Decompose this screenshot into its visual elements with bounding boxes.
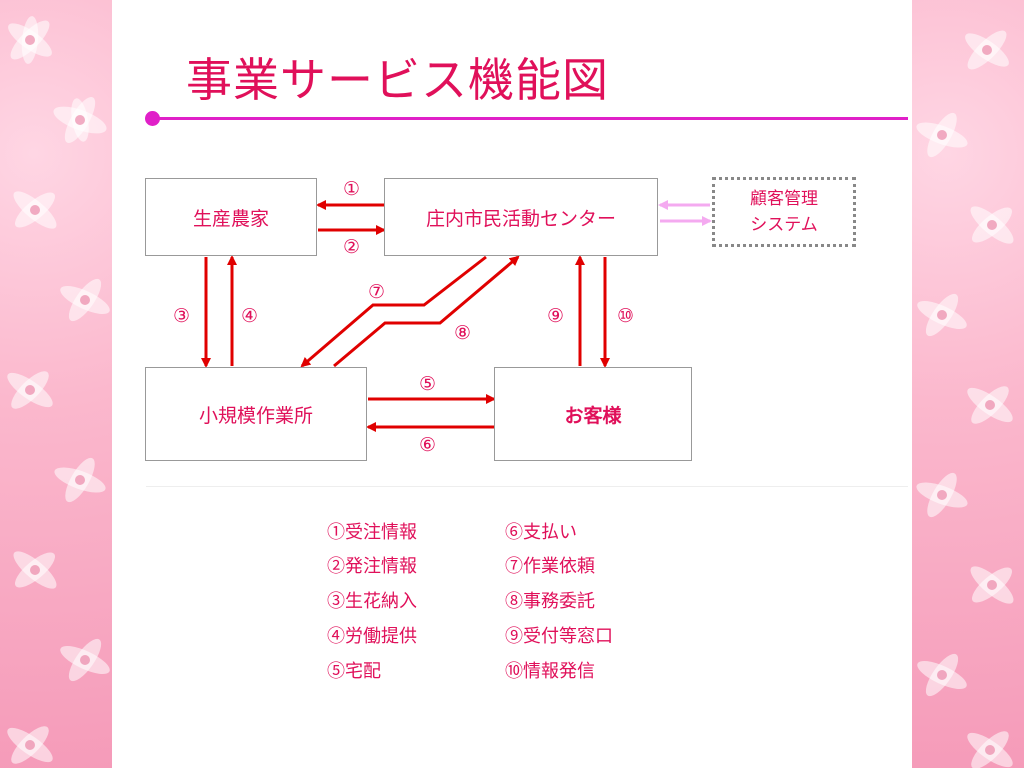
crm-line-2: システム xyxy=(750,215,818,235)
node-farmer: 生産農家 xyxy=(145,178,317,256)
marker-8: ⑧ xyxy=(454,322,472,344)
legend-item: ⑦作業依頼 xyxy=(505,556,595,577)
legend-item: ⑧事務委託 xyxy=(505,591,595,612)
flower-pattern-icon xyxy=(916,30,1014,768)
marker-4: ④ xyxy=(241,305,259,327)
left-flower-border xyxy=(0,0,112,768)
page-title: 事業サービス機能図 xyxy=(186,53,609,107)
node-workshop: 小規模作業所 xyxy=(145,367,367,461)
arrow-8 xyxy=(333,255,520,368)
marker-1: ① xyxy=(343,178,361,200)
node-center: 庄内市民活動センター xyxy=(384,178,658,256)
marker-2: ② xyxy=(343,236,361,258)
legend-item: ①受注情報 xyxy=(327,522,417,543)
legend-item: ③生花納入 xyxy=(327,591,417,612)
arrow-7 xyxy=(300,255,487,368)
right-flower-border xyxy=(912,0,1024,768)
marker-9: ⑨ xyxy=(547,305,565,327)
legend-separator xyxy=(146,486,908,487)
marker-5: ⑤ xyxy=(419,373,437,395)
legend-item: ⑩情報発信 xyxy=(505,661,595,682)
marker-6: ⑥ xyxy=(419,434,437,456)
marker-7: ⑦ xyxy=(368,281,386,303)
flower-pattern-icon xyxy=(7,16,110,764)
crm-line-1: 顧客管理 xyxy=(750,189,818,209)
legend-item: ⑤宅配 xyxy=(327,661,381,682)
marker-3: ③ xyxy=(173,305,191,327)
legend-item: ⑨受付等窓口 xyxy=(505,626,613,647)
legend-item: ④労働提供 xyxy=(327,626,417,647)
title-rule xyxy=(152,117,908,120)
marker-10: ⑩ xyxy=(617,305,635,327)
node-customer: お客様 xyxy=(494,367,692,461)
crm-system-box: 顧客管理 システム xyxy=(712,177,856,247)
legend-item: ⑥支払い xyxy=(505,522,577,543)
legend-item: ②発注情報 xyxy=(327,556,417,577)
